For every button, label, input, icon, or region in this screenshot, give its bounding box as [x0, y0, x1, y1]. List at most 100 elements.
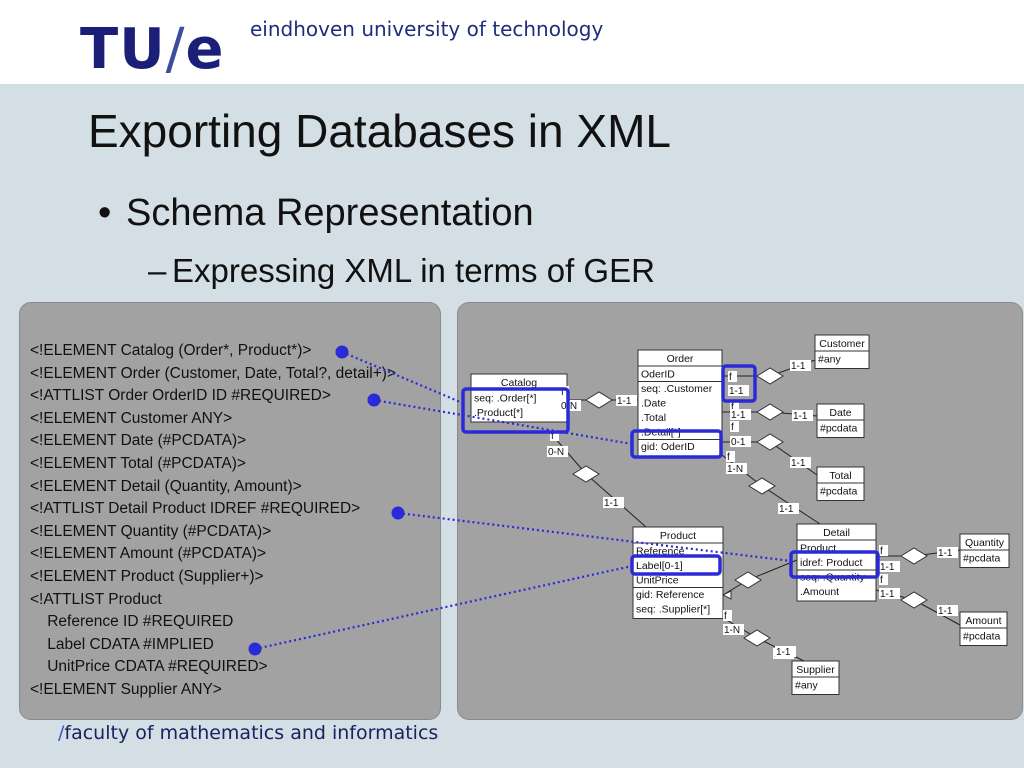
entity-box	[791, 660, 840, 695]
cardinality-label: 0-1	[731, 437, 746, 448]
cardinality-label-bg	[723, 610, 732, 621]
dtd-line: <!ELEMENT Catalog (Order*, Product*)>	[30, 342, 312, 359]
dtd-listing: <!ELEMENT Catalog (Order*, Product*)> <!…	[30, 342, 396, 704]
cardinality-label: 0-N	[548, 447, 564, 458]
entity-attribute: #any	[795, 680, 819, 692]
cardinality-label-bg	[730, 436, 751, 447]
dtd-line: <!ELEMENT Quantity (#PCDATA)>	[30, 522, 272, 540]
relationship-diamond	[734, 571, 762, 589]
cardinality-label-bg	[778, 503, 799, 514]
entity-name: Amount	[965, 615, 1001, 627]
cardinality-label: 1-1	[729, 386, 744, 397]
relationship-diamond	[756, 433, 784, 451]
entity-box	[816, 403, 865, 438]
cardinality-label: f	[551, 431, 554, 442]
dtd-line: <!ATTLIST Order OrderID ID #REQUIRED>	[30, 387, 331, 405]
cardinality-label-bg	[616, 395, 637, 406]
cardinality-label: f	[729, 372, 732, 383]
entity-amount: Amount#pcdata	[959, 611, 1008, 646]
cardinality-label-bg	[603, 497, 624, 508]
dotted-connector	[373, 398, 633, 446]
entity-attribute: OderID	[641, 369, 675, 381]
relationship-diamond	[585, 391, 613, 409]
cardinality-label: 1-1	[880, 589, 895, 600]
connector-dot	[248, 642, 262, 656]
cardinality-label: 1-1	[731, 410, 746, 421]
entity-date: Date#pcdata	[816, 403, 865, 438]
entity-box	[796, 523, 877, 602]
dtd-line: <!ELEMENT Supplier ANY>	[30, 680, 222, 698]
cardinality-label-bg	[879, 574, 888, 585]
cardinality-label-bg	[879, 588, 900, 599]
relationship-diamond	[748, 477, 776, 495]
dtd-line: <!ELEMENT Date (#PCDATA)>	[30, 432, 247, 450]
entity-box	[959, 611, 1008, 646]
connector-dot	[367, 393, 381, 407]
cardinality-label: f	[880, 575, 883, 586]
entity-box	[959, 533, 1010, 568]
cardinality-label: f	[880, 546, 883, 557]
cardinality-label: 1-N	[727, 464, 743, 475]
entity-attribute: #any	[818, 354, 842, 366]
relationship-diamond	[900, 591, 928, 609]
cardinality-label-bg	[790, 360, 811, 371]
arrow-head-icon	[721, 590, 732, 600]
cardinality-label-bg	[726, 463, 747, 474]
cardinality-label: 1-1	[938, 606, 953, 617]
dtd-line: <!ELEMENT Amount (#PCDATA)>	[30, 545, 267, 563]
entity-name: Customer	[819, 338, 865, 350]
dotted-connector	[254, 564, 633, 651]
highlight-box	[789, 550, 880, 579]
cardinality-label: 1-1	[791, 458, 806, 469]
entity-attribute: seq: .Customer	[641, 383, 713, 395]
dtd-line: <!ELEMENT Detail (Quantity, Amount)>	[30, 477, 302, 495]
entity-attribute: #pcdata	[963, 553, 1001, 565]
entity-supplier: Supplier#any	[791, 660, 840, 695]
cardinality-label-bg	[730, 421, 739, 432]
cardinality-label: 1-1	[791, 361, 806, 372]
cardinality-label: f	[561, 387, 564, 398]
dtd-line: <!ATTLIST Detail Product IDREF #REQUIRED…	[30, 500, 361, 518]
cardinality-label: 1-1	[938, 548, 953, 559]
highlight-overlays	[248, 345, 880, 656]
cardinality-label: 1-1	[776, 647, 791, 658]
bullet-dash-icon: –	[148, 252, 167, 289]
cardinality-label: 1-1	[793, 411, 808, 422]
dtd-line: <!ELEMENT Customer ANY>	[30, 409, 233, 427]
dtd-line: <!ELEMENT Product (Supplier+)>	[30, 567, 264, 585]
entity-attribute: .Total	[641, 412, 666, 424]
cardinality-label-bg	[728, 385, 749, 396]
connector-dot	[391, 506, 405, 520]
bullet-level-1-text: Schema Representation	[126, 192, 534, 234]
entity-attribute: .Product[*]	[474, 407, 523, 419]
entity-name: Quantity	[965, 537, 1005, 549]
cardinality-label-bg	[937, 605, 958, 616]
cardinality-label-bg	[792, 410, 813, 421]
entity-attribute: gid: Reference	[636, 589, 704, 601]
cardinality-label-bg	[730, 409, 751, 420]
header-bar: TU/e eindhoven university of technology	[0, 0, 1024, 84]
cardinality-label: f	[731, 422, 734, 433]
cardinality-label-bg	[879, 545, 888, 556]
dtd-line: <!ELEMENT Total (#PCDATA)>	[30, 454, 246, 472]
slide-title: Exporting Databases in XML	[88, 105, 671, 157]
entity-customer: Customer #any	[814, 334, 870, 369]
relationship-diamond	[756, 403, 784, 421]
entity-attribute: UnitPrice	[636, 575, 679, 587]
entity-name: Catalog	[501, 377, 537, 389]
cardinality-label: 1-1	[779, 504, 794, 515]
entity-attribute: seq: .Supplier[*]	[636, 604, 710, 616]
cardinality-label: 1-1	[604, 498, 619, 509]
cardinality-label: 1-1	[880, 562, 895, 573]
cardinality-label-bg	[550, 430, 559, 441]
relationship-diamond	[756, 367, 784, 385]
dtd-line: Reference ID #REQUIRED	[30, 613, 234, 631]
cardinality-label: f	[724, 611, 727, 622]
cardinality-label-bg	[730, 401, 739, 412]
entity-attribute: Label[0-1]	[636, 560, 683, 572]
relationship-line	[722, 559, 798, 596]
